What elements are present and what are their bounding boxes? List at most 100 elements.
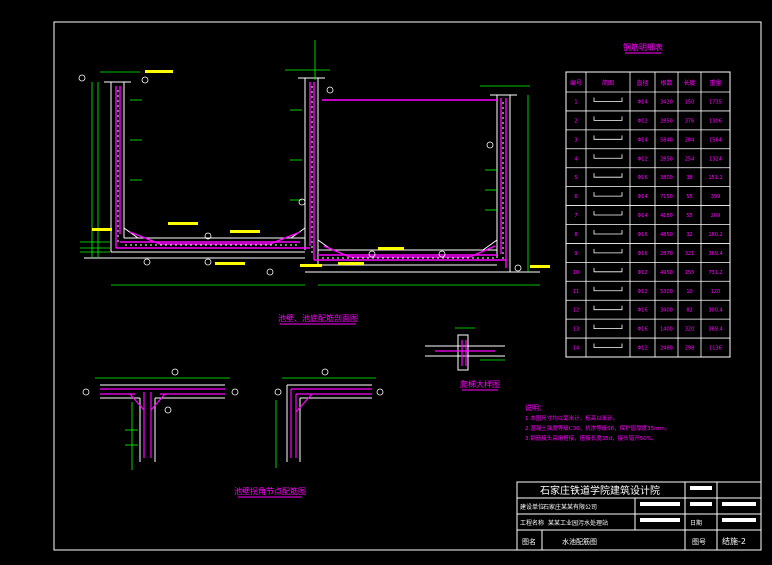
- table-cell: 6: [574, 194, 577, 200]
- table-cell: 369.4: [708, 327, 722, 333]
- joint-detail-title: 池壁拐角节点配筋图: [234, 486, 306, 496]
- drawing-name-label: 图名: [522, 537, 536, 546]
- table-header: 重量: [709, 79, 721, 87]
- table-cell: 2: [574, 118, 577, 124]
- table-cell: 2850: [660, 118, 673, 124]
- note-line: 1.本图尺寸均以毫米计，标高以米计。: [525, 414, 618, 422]
- table-cell: 1306: [709, 118, 722, 124]
- note-line: 2.混凝土强度等级C30，抗渗等级S6，保护层厚度35mm。: [525, 424, 670, 432]
- table-cell: 120: [711, 289, 721, 295]
- title-block: 石家庄铁道学院建筑设计院 建设单位 石家庄某某有限公司 工程名称 某某工业园污水…: [516, 481, 762, 551]
- table-cell: 320: [685, 327, 695, 333]
- sheet-no-label: 图号: [692, 538, 706, 546]
- notes-heading: 说明：: [525, 403, 546, 412]
- table-cell: 7150: [660, 194, 673, 200]
- table-cell: 4850: [660, 232, 673, 238]
- table-header: 根数: [660, 79, 672, 87]
- table-cell: 10: [686, 289, 692, 295]
- table-cell: 1: [574, 99, 577, 105]
- table-cell: 11: [573, 289, 579, 295]
- rebar-shape-sketch: [593, 173, 623, 178]
- table-cell: 155: [685, 270, 695, 276]
- table-cell: 3: [574, 137, 577, 143]
- table-cell: 209: [711, 213, 721, 219]
- rebar-shape-sketch: [593, 286, 623, 292]
- rebar-shape-sketch: [593, 267, 623, 273]
- main-section-title: 池壁、池底配筋剖面图: [278, 313, 358, 323]
- table-cell: 5300: [660, 289, 673, 295]
- drawing-frame: [53, 21, 762, 551]
- table-cell: Φ16: [637, 175, 647, 181]
- table-cell: Φ14: [637, 213, 647, 219]
- rebar-shape-sketch: [593, 192, 623, 197]
- client-label: 建设单位: [520, 503, 544, 511]
- joint-details: [82, 368, 384, 470]
- drawing-name-value: 水池配筋图: [562, 537, 597, 546]
- rebar-table-title: 钢筋明细表: [623, 42, 663, 52]
- table-cell: Φ16: [637, 232, 647, 238]
- rebar-shape-sketch: [593, 305, 623, 311]
- client-value: 石家庄某某有限公司: [543, 503, 597, 511]
- table-cell: 1136: [709, 346, 722, 352]
- table-cell: 55: [686, 194, 692, 200]
- project-value: 某某工业园污水处理站: [548, 519, 608, 527]
- table-cell: 151.2: [708, 175, 722, 181]
- table-cell: Φ12: [637, 270, 647, 276]
- table-cell: 2870: [660, 251, 673, 257]
- rebar-shape-sketch: [593, 343, 623, 348]
- table-cell: 1324: [709, 156, 722, 162]
- table-header: 长度: [683, 79, 695, 87]
- rebar-shape-sketch: [593, 229, 623, 235]
- table-cell: 3400: [660, 308, 673, 314]
- table-cell: Φ12: [637, 118, 647, 124]
- table-cell: Φ12: [637, 346, 647, 352]
- project-label: 工程名称: [520, 519, 544, 527]
- table-cell: 13: [573, 327, 579, 333]
- table-cell: Φ16: [637, 251, 647, 257]
- table-cell: Φ16: [637, 308, 647, 314]
- table-cell: 321: [685, 251, 695, 257]
- table-cell: 300.4: [708, 308, 722, 314]
- table-cell: 3800: [660, 175, 673, 181]
- rebar-shape-sketch: [593, 211, 623, 216]
- table-cell: 5: [574, 175, 577, 181]
- table-cell: 10: [573, 270, 579, 276]
- table-cell: Φ14: [637, 99, 647, 105]
- date-label: 日期: [690, 519, 702, 527]
- table-cell: 32: [686, 232, 692, 238]
- table-cell: 55: [686, 213, 692, 219]
- table-header: 简图: [602, 79, 614, 87]
- table-cell: 8: [574, 232, 577, 238]
- table-cell: 369.4: [708, 251, 722, 257]
- note-line: 3.钢筋接头采用搭接，搭接长度35d，接头错开50%。: [525, 434, 657, 442]
- table-cell: 7: [574, 213, 577, 219]
- table-cell: 180.2: [708, 232, 722, 238]
- table-cell: 254: [685, 156, 695, 162]
- table-cell: 5840: [660, 137, 673, 143]
- notes: 说明： 1.本图尺寸均以毫米计，标高以米计。 2.混凝土强度等级C30，抗渗等级S6…: [525, 403, 670, 442]
- table-cell: 2850: [660, 156, 673, 162]
- rebar-shape-sketch: [593, 154, 623, 159]
- table-cell: 4: [574, 156, 577, 162]
- table-cell: Φ16: [637, 327, 647, 333]
- rebar-shape-sketch: [593, 116, 623, 121]
- table-cell: Φ12: [637, 156, 647, 162]
- table-cell: Φ12: [637, 289, 647, 295]
- main-section: [78, 40, 550, 286]
- rebar-shape-sketch: [593, 97, 623, 102]
- table-cell: 376: [685, 118, 695, 124]
- table-cell: 4950: [660, 270, 673, 276]
- table-cell: Φ14: [637, 137, 647, 143]
- table-cell: 4180: [660, 213, 673, 219]
- sheet-no-value: 结施-2: [722, 536, 746, 546]
- table-cell: 1400: [660, 327, 673, 333]
- rebar-shape-sketch: [593, 248, 623, 254]
- table-cell: 3420: [660, 99, 673, 105]
- table-cell: 399: [711, 194, 721, 200]
- rebar-shape-sketch: [593, 324, 623, 330]
- table-cell: 1564: [709, 137, 722, 143]
- table-cell: 731.2: [708, 270, 722, 276]
- institute-name: 石家庄铁道学院建筑设计院: [540, 484, 660, 497]
